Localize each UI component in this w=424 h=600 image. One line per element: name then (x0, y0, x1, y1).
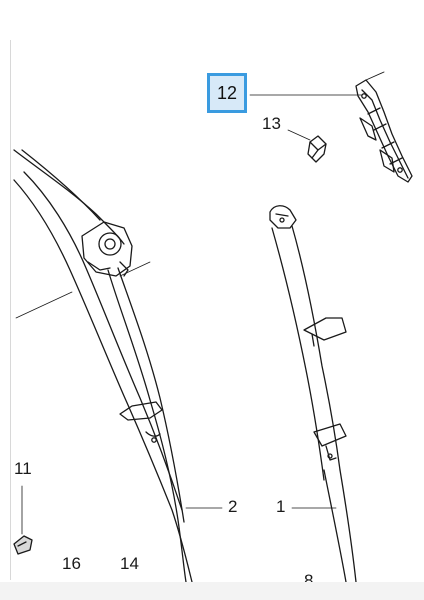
part-11-clip (13, 535, 33, 555)
page-edge-rule (10, 40, 11, 580)
callout-1: 1 (276, 497, 286, 516)
bottom-strip (0, 582, 424, 600)
callout-16: 16 (62, 554, 81, 573)
callout-2: 2 (228, 497, 238, 516)
callout-13: 13 (262, 114, 281, 133)
callout-14: 14 (120, 554, 139, 573)
part-2-belt-assembly (13, 149, 193, 583)
leader-13 (287, 129, 311, 141)
part-12-anchor-rail (355, 71, 413, 183)
callout-8: 8 (304, 571, 314, 590)
callout-11: 11 (14, 459, 32, 478)
part-1-belt-assembly (269, 205, 357, 583)
highlighted-callout-12[interactable]: 12 (207, 73, 247, 113)
part-13-bolt (307, 135, 327, 163)
